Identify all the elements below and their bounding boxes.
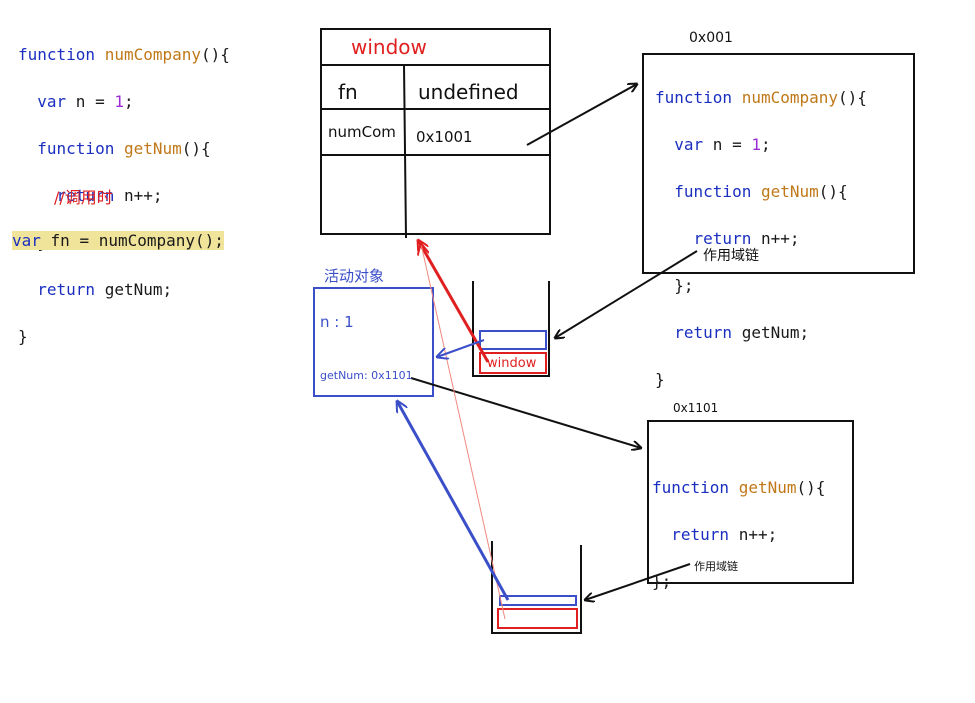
arrow-scope-to-stack2 [585,563,691,600]
code-line: return n++; [671,524,778,544]
window-val-numcom: 0x1001 [416,128,473,146]
code-line: function numCompany(){ [18,44,230,64]
activation-object-title: 活动对象 [324,267,385,285]
call-line: var fn = numCompany(); [12,205,224,252]
call-highlight: var fn = numCompany(); [12,230,224,250]
window-key-numcom: numCom [328,123,396,141]
code-line: function getNum(){ [652,477,826,497]
heap-box-numcompany [642,53,915,274]
window-key-fn: fn [338,80,358,104]
code-line: function numCompany(){ [655,87,867,107]
activation-object-n: n : 1 [320,313,354,331]
heap2-address: 0x1101 [673,401,719,415]
activation-object-box [313,287,434,397]
arrow-stack2-window-to-global [421,244,506,620]
arrow-stack1-to-ao [437,339,485,357]
code-line: function getNum(){ [674,181,848,201]
code-line: } [655,369,665,389]
arrow-window-to-heap1 [526,84,637,146]
stack1-window-label: window [487,356,537,371]
code-line: var n = 1; [37,91,134,111]
heap-box-getnum [647,420,854,584]
code-line: var n = 1; [674,134,771,154]
heap2-scope-chain: 作用域链 [694,560,738,573]
arrow-stack1-window-to-global [418,240,490,363]
call-comment: //调用时 [54,188,113,207]
code-line: return getNum; [674,322,810,342]
code-line: }; [652,571,672,591]
heap1-address: 0x001 [689,30,733,46]
window-val-fn: undefined [418,80,519,104]
window-title: window [351,35,427,59]
code-line: } [18,326,28,346]
code-line: function getNum(){ [37,138,211,158]
code-line: return n++; [56,185,163,205]
arrow-stack2-to-ao [397,401,510,601]
code-line: return n++; [693,228,800,248]
arrow-scope-to-stack1 [555,250,698,338]
heap2-code: function getNum(){ return n++; }; [652,452,825,617]
call-stack-2 [491,541,582,634]
arrow-ao-to-heap2 [410,377,641,448]
activation-object-getnum: getNum: 0x1101 [320,369,413,382]
heap1-code: function numCompany(){ var n = 1; functi… [655,62,867,415]
call-stack-1 [472,281,550,377]
code-line: return getNum; [37,279,173,299]
code-line: }; [674,275,694,295]
heap1-scope-chain: 作用域链 [703,248,759,264]
